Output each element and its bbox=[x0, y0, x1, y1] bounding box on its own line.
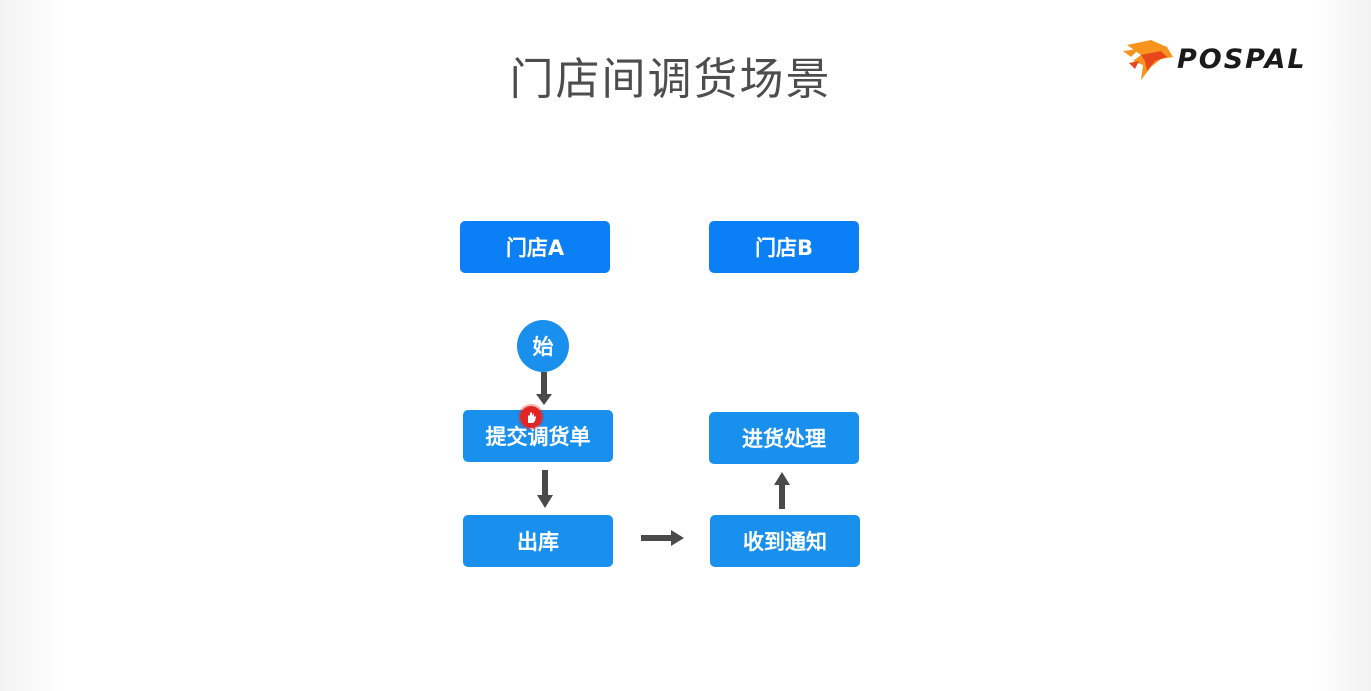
step-label: 出库 bbox=[517, 530, 559, 554]
step-receive-notice: 收到通知 bbox=[710, 515, 860, 567]
step-label: 收到通知 bbox=[743, 530, 827, 554]
arrow-outbound-to-receive bbox=[641, 530, 684, 546]
lane-header-label: 门店A bbox=[505, 236, 565, 260]
lane-header-label: 门店B bbox=[754, 236, 813, 260]
hand-glyph-icon bbox=[528, 412, 536, 423]
arrow-start-to-submit bbox=[536, 372, 552, 405]
arrow-receive-to-inbound bbox=[774, 472, 790, 509]
arrow-submit-to-outbound bbox=[537, 470, 553, 508]
step-label: 提交调货单 bbox=[485, 425, 591, 449]
lane-header-store-a: 门店A bbox=[460, 221, 610, 273]
start-node: 始 bbox=[517, 320, 569, 372]
step-inbound-processing: 进货处理 bbox=[709, 412, 859, 464]
slide-title: 门店间调货场景 bbox=[509, 54, 832, 105]
hand-cursor-icon bbox=[520, 406, 542, 428]
pospal-logo: POSPAL bbox=[1121, 37, 1311, 83]
pospal-logo-text: POSPAL bbox=[1177, 44, 1307, 75]
lane-header-store-b: 门店B bbox=[709, 221, 859, 273]
pospal-fox-logo-icon bbox=[1123, 40, 1173, 80]
start-node-label: 始 bbox=[532, 335, 554, 359]
step-outbound: 出库 bbox=[463, 515, 613, 567]
step-label: 进货处理 bbox=[742, 427, 826, 451]
